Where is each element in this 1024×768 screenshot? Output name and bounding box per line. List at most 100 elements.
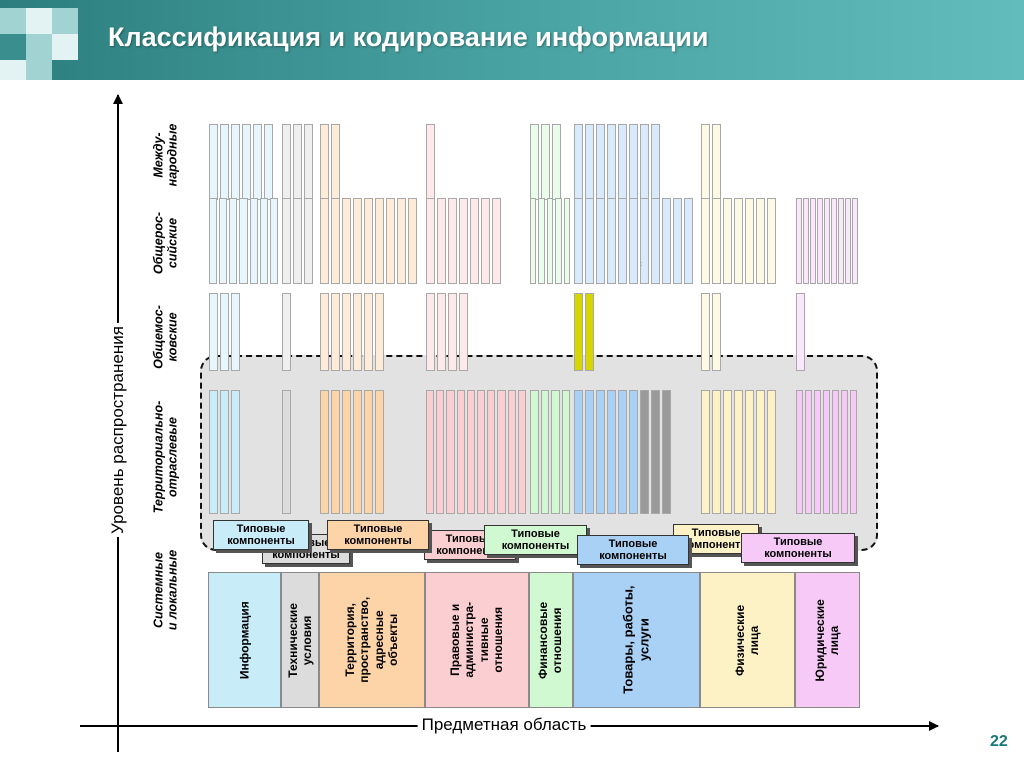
strip-label: КПА — [449, 262, 450, 274]
typical-components-entities: Типовые компоненты — [741, 533, 855, 563]
sectoral-strip: Бюджетные расходы — [540, 390, 549, 514]
level-label-intl: Между- народные — [151, 123, 180, 187]
domain-technical: Технические условия — [281, 572, 319, 708]
typical-components-territory: Типовые компоненты — [327, 520, 429, 550]
level-label-national: Общерос- сийские — [151, 211, 180, 275]
sectoral-strip: Благоустроенность земель — [342, 390, 351, 514]
strip-label: HCS — [652, 177, 653, 190]
sectoral-strip: Товарные группы — [618, 390, 627, 514]
intl-strip: eGTD — [253, 124, 262, 200]
domain-label: Юридические лица — [813, 598, 842, 682]
sectoral-strip: Состояние проекта документа — [585, 390, 594, 514]
domain-label: Информация — [237, 601, 252, 679]
federal-strip: Тех. регламенты — [282, 293, 291, 371]
national-strip: ОКОК — [209, 198, 218, 284]
sectoral-strip: Виды спорта — [767, 390, 776, 514]
sectoral-strip: Типы организаций — [823, 390, 830, 514]
national-strip: ФР НПА РФ — [459, 198, 468, 284]
sectoral-strip: Социально-защищенные статьи — [551, 390, 560, 514]
federal-strip: КВМО-М — [574, 293, 583, 371]
intl-strip: CPC — [618, 124, 627, 200]
intl-strip: UN SNA — [541, 124, 550, 200]
intl-strip: HCS — [651, 124, 660, 200]
national-strip: ОКВЭД — [574, 198, 583, 284]
national-strip: УДК ББК — [229, 198, 238, 284]
sectoral-strip: Юридические значимые события — [436, 390, 445, 514]
national-strip: Гос. и муниц. услуги — [470, 198, 479, 284]
sectoral-strip: Прод. и услуги для нужд ТОИВ — [629, 390, 638, 514]
national-strip: ОКУД — [481, 198, 490, 284]
header-decoration — [0, 60, 26, 80]
typical-components-goods: Типовые компоненты — [577, 535, 689, 565]
federal-strip: Спр. "Классные чины" — [701, 293, 710, 371]
intl-strip: CPA (КПЕС) — [629, 124, 638, 200]
sectoral-strip: Виды обращений — [456, 390, 465, 514]
intl-strip: СНС — [552, 124, 561, 200]
sectoral-strip: Роли пользователей ИС — [814, 390, 821, 514]
sectoral-strip: Технич. состояние объекта недв. — [375, 390, 384, 514]
sectoral-strip: Результаты исполнения поруч. — [507, 390, 516, 514]
national-strip: ОТКОК — [651, 198, 660, 284]
page-number: 22 — [990, 733, 1008, 750]
national-strip: ЕНАОФ — [555, 198, 562, 284]
intl-strip: UDC — [242, 124, 251, 200]
national-strip: ОКСМ — [320, 198, 329, 284]
typical-components-information: Типовые компоненты — [213, 520, 309, 550]
domain-label: Технические условия — [285, 602, 315, 678]
national-strip: ОКАТО, ОКТМО — [342, 198, 351, 284]
x-axis-label: Предметная область — [417, 715, 591, 735]
national-strip: ОКНС — [662, 198, 671, 284]
intl-strip: RDF — [209, 124, 218, 200]
national-strip: ОКИН — [701, 198, 710, 284]
federal-strip: Адресный реестр - М — [364, 293, 373, 371]
strip-label: ОКЗ — [768, 262, 769, 274]
level-label-sectoral: Территориально- отраслевые — [151, 400, 180, 514]
national-strip: ОКУН — [585, 198, 594, 284]
typical-components-financial: Типовые компоненты — [484, 525, 587, 555]
national-strip: ТН ВЭД — [618, 198, 627, 284]
national-strip: Почтовые коды — [331, 198, 340, 284]
national-strip: КЛАДР — [353, 198, 362, 284]
sectoral-strip: Подрядчики и поставщики — [841, 390, 848, 514]
national-strip: Админ. наруш. (КоАП) — [530, 198, 537, 284]
national-strip: Термины из ГОСТов — [259, 198, 268, 284]
national-strip: ОКВГУМ — [684, 198, 693, 284]
domain-label: Территория, пространство, адресные объек… — [343, 597, 401, 683]
national-strip: ГЗК — [397, 198, 406, 284]
federal-strip: Шаблоны документов — [459, 293, 468, 371]
sectoral-strip: Имена, отчества — [756, 390, 765, 514]
sectoral-strip: Банки — [530, 390, 539, 514]
federal-strip: Прод. и усл. гор. нужд — [585, 293, 594, 371]
header-decoration — [26, 34, 52, 60]
intl-strip: UNSPSC — [607, 124, 616, 200]
sectoral-strip: Виды нарушений — [517, 390, 526, 514]
sectoral-strip: Тарифы и цены — [607, 390, 616, 514]
national-strip: ОКПО — [824, 198, 830, 284]
level-label-local: Системные и локальные — [151, 549, 180, 631]
intl-strip: NICE (МКТУ 8) — [596, 124, 605, 200]
sectoral-strip: Стадии инвест. проекта — [596, 390, 605, 514]
national-strip: ОКПД — [607, 198, 616, 284]
national-strip: ЕГРН (населен.) — [723, 198, 732, 284]
domain-label: Товары, работы, услуги — [620, 585, 652, 695]
intl-strip: Права человека — [426, 124, 435, 200]
national-strip: ОКЗ — [767, 198, 776, 284]
level-label-federal: Общемос- ковские — [151, 305, 180, 369]
federal-strip: Термины ЗМ, ППМ — [231, 293, 240, 371]
intl-strip: CPV — [640, 124, 649, 200]
federal-strip: Кл. документация — [353, 293, 362, 371]
national-strip: ОКСО — [756, 198, 765, 284]
national-strip: ЕГРЮЛ — [838, 198, 844, 284]
national-strip: ОКОГУ — [831, 198, 837, 284]
federal-strip: ЕТКО - М — [342, 293, 351, 371]
header-decoration — [0, 8, 26, 34]
domain-entities: Юридические лица — [795, 572, 860, 708]
national-strip: Кл. ЕСКД — [673, 198, 682, 284]
header-decoration — [52, 8, 78, 34]
national-strip: Реквизиты документа — [492, 198, 501, 284]
strip-label: СНС — [552, 177, 553, 190]
domain-territory: Территория, пространство, адресные объек… — [319, 572, 425, 708]
domain-label: Физические лица — [733, 604, 762, 676]
federal-strip: Спр. "Должн.лица М" — [712, 293, 721, 371]
national-strip: БАС. Глоссарий.ру — [269, 198, 278, 284]
